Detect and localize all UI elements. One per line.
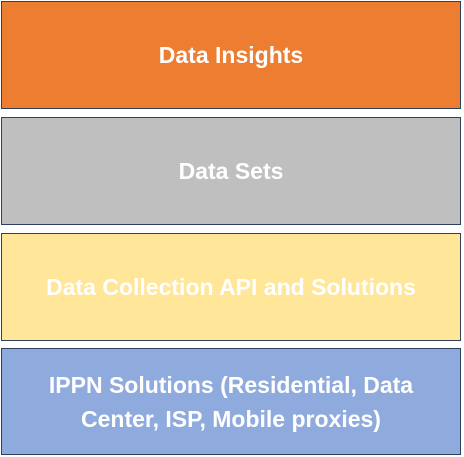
layer-data-sets: Data Sets xyxy=(1,117,461,225)
layer-data-insights: Data Insights xyxy=(1,1,461,109)
layer-data-collection-api: Data Collection API and Solutions xyxy=(1,233,461,341)
layer-ippn-solutions: IPPN Solutions (Residential, Data Center… xyxy=(1,348,461,455)
layer-label: Data Collection API and Solutions xyxy=(46,274,416,300)
layer-label: Data Insights xyxy=(158,42,304,68)
layer-label: IPPN Solutions (Residential, Data Center… xyxy=(48,371,414,432)
layer-label: Data Sets xyxy=(178,158,284,184)
